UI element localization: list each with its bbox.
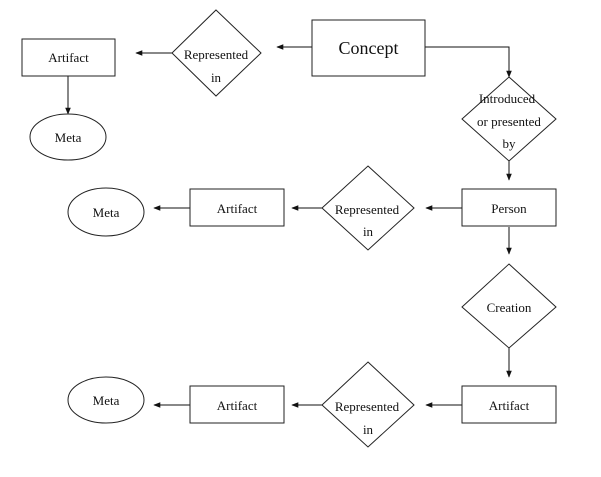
represented-1-line-1: Represented xyxy=(184,47,249,62)
artifact-3-label: Artifact xyxy=(489,398,530,413)
represented-2-line-2: in xyxy=(363,224,374,239)
artifact-entity-4: Artifact xyxy=(189,385,285,424)
artifact-entity-1: Artifact xyxy=(21,38,116,77)
meta-3-label: Meta xyxy=(93,393,120,408)
introduced-line-3: by xyxy=(503,136,517,151)
meta-2-label: Meta xyxy=(93,205,120,220)
creation-label: Creation xyxy=(487,300,532,315)
artifact-2-label: Artifact xyxy=(217,201,258,216)
represented-in-relationship-3: Represented in xyxy=(321,361,415,448)
person-entity: Person xyxy=(461,188,557,227)
represented-1-line-2: in xyxy=(211,70,222,85)
introduced-line-1: Introduced xyxy=(479,91,536,106)
introduced-line-2: or presented xyxy=(477,114,541,129)
meta-attribute-3: Meta xyxy=(67,376,145,424)
meta-attribute-1: Meta xyxy=(29,113,107,161)
concept-label: Concept xyxy=(339,38,399,58)
represented-2-line-1: Represented xyxy=(335,202,400,217)
meta-1-label: Meta xyxy=(55,130,82,145)
artifact-entity-2: Artifact xyxy=(189,188,285,227)
artifact-entity-3: Artifact xyxy=(461,385,557,424)
represented-in-relationship-1: Represented in xyxy=(171,9,262,97)
represented-in-relationship-2: Represented in xyxy=(321,165,415,251)
introduced-by-relationship: Introduced or presented by xyxy=(461,76,557,162)
artifact-4-label: Artifact xyxy=(217,398,258,413)
artifact-1-label: Artifact xyxy=(48,50,89,65)
meta-attribute-2: Meta xyxy=(67,187,145,237)
represented-3-line-1: Represented xyxy=(335,399,400,414)
creation-relationship: Creation xyxy=(461,263,557,349)
concept-entity: Concept xyxy=(311,19,426,77)
edge-concept-to-introduced xyxy=(425,46,512,78)
represented-3-line-2: in xyxy=(363,422,374,437)
person-label: Person xyxy=(491,201,527,216)
